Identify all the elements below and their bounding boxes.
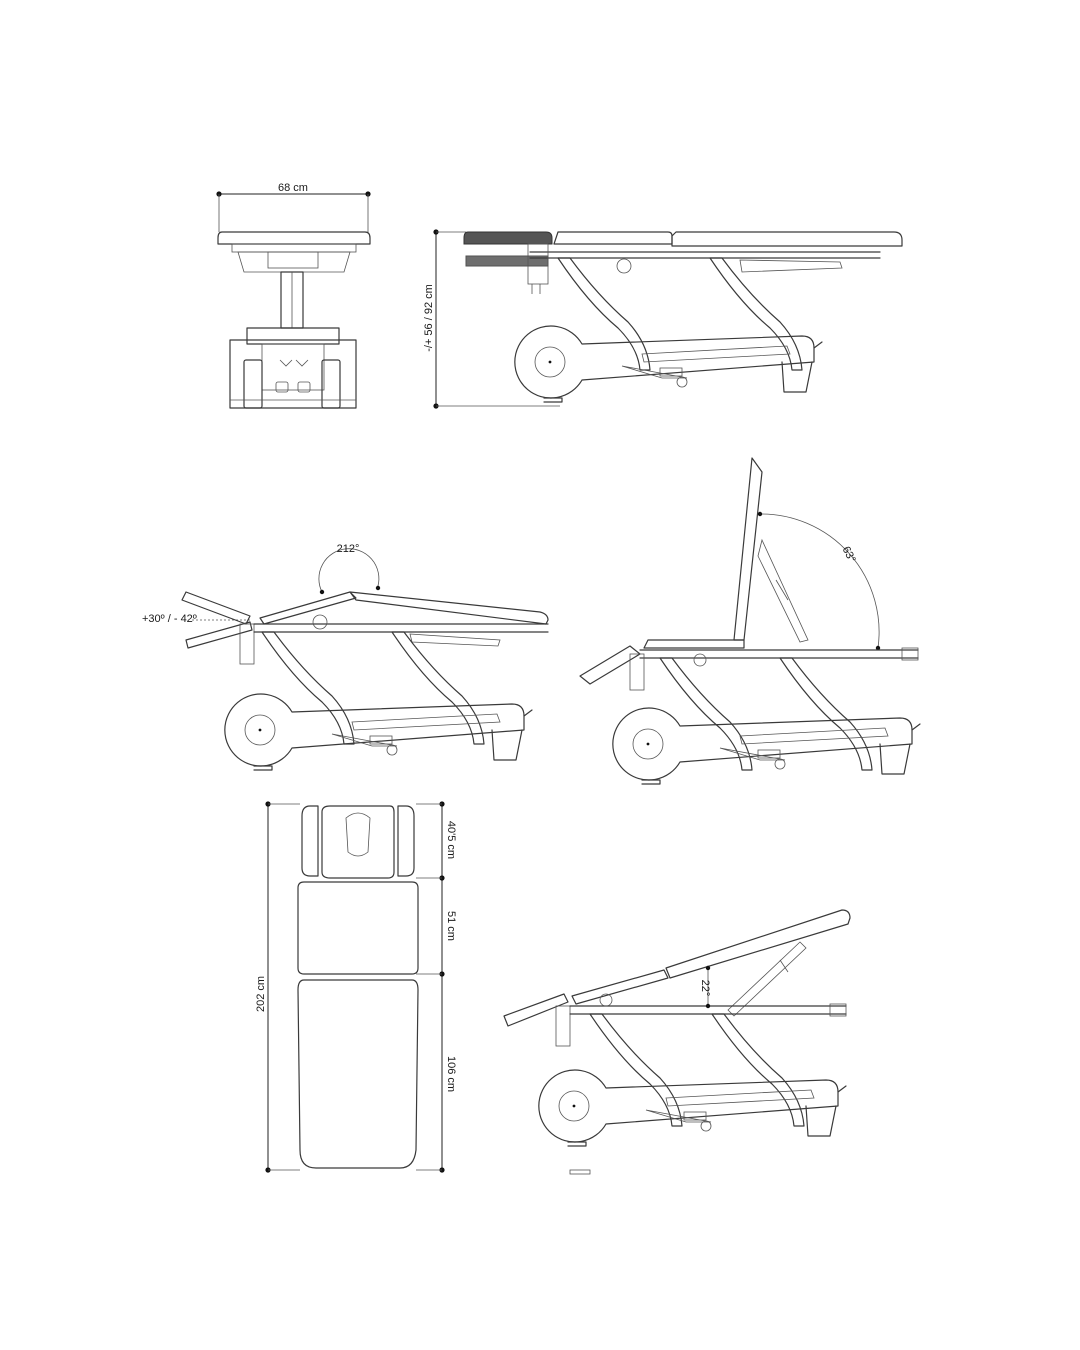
seg-mid-label: 51 cm — [445, 911, 457, 941]
top-view: 202 cm 40'5 cm 51 cm 106 cm — [255, 801, 591, 1175]
front-view: 68 cm — [216, 182, 371, 409]
angle-back-label: 63° — [840, 545, 858, 565]
height-label: -/+ 56 / 92 cm — [423, 284, 435, 352]
width-label: 68 cm — [278, 182, 308, 194]
side-view-backrest: 63° — [579, 457, 921, 785]
angle-head-label: 212° — [337, 543, 360, 555]
angle-head-tilt-label: +30º / - 42º — [142, 613, 197, 625]
side-view-leg-raise: 22° — [503, 909, 851, 1147]
angle-leg-label: 22° — [699, 980, 711, 997]
seg-head-label: 40'5 cm — [445, 821, 457, 859]
side-view-head-tilt: 212° +30º / - 42º — [142, 543, 549, 771]
seg-leg-label: 106 cm — [445, 1056, 457, 1092]
side-view-flat: -/+ 56 / 92 cm — [423, 229, 903, 409]
total-length-label: 202 cm — [255, 976, 267, 1012]
